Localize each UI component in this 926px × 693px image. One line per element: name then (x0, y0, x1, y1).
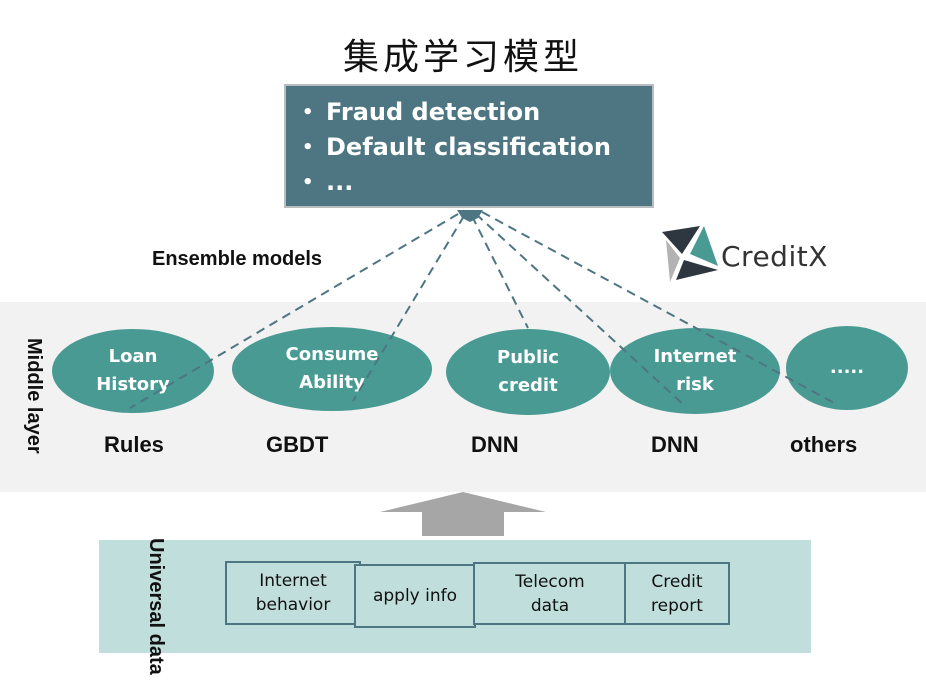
bullet-icon: • (302, 137, 314, 158)
data-source-label: apply info (372, 586, 458, 606)
method-label: DNN (471, 432, 519, 457)
data-source-internet-behavior: Internet behavior (225, 561, 361, 625)
goal-item: • Fraud detection (302, 95, 652, 130)
node-label: Public credit (497, 347, 559, 396)
data-source-label: Internet behavior (255, 571, 331, 615)
goal-box: • Fraud detection • Default classification… (284, 84, 654, 208)
bullet-icon: • (302, 102, 314, 123)
node-label: Consume Ability (285, 344, 379, 393)
data-source-label: Telecom data (515, 571, 585, 616)
goal-text: ... (326, 168, 354, 196)
data-source-telecom-data: Telecom data (473, 562, 627, 625)
node-public-credit: Public credit (446, 329, 610, 415)
up-arrow-icon (380, 492, 546, 536)
ensemble-models-label: Ensemble models (152, 248, 323, 270)
node-label: Loan History (96, 346, 170, 395)
node-label: ..... (829, 357, 865, 378)
bullet-icon: • (302, 172, 314, 193)
logo-text: CreditX (721, 240, 828, 273)
middle-layer-label: Middle layer (23, 338, 45, 454)
goal-text: Default classification (326, 133, 611, 161)
node-consume-ability: Consume Ability (232, 327, 432, 411)
data-source-label: Credit report (651, 571, 703, 616)
goal-item: • Default classification (302, 130, 652, 165)
method-label: GBDT (266, 432, 329, 457)
method-label: DNN (651, 432, 699, 457)
node-others: ..... (786, 326, 908, 410)
node-label: Internet risk (653, 346, 737, 395)
diagram-title: 集成学习模型 (342, 37, 583, 78)
node-internet-risk: Internet risk (610, 328, 780, 414)
goal-item: •... (302, 165, 652, 200)
method-label: Rules (104, 432, 164, 457)
universal-data-label: Universal data (145, 538, 167, 675)
data-source-apply-info: apply info (354, 564, 476, 628)
data-source-credit-report: Credit report (624, 562, 730, 625)
node-loan-history: Loan History (52, 329, 214, 413)
goal-text: Fraud detection (326, 98, 541, 126)
method-label: others (790, 432, 858, 457)
link-hub-icon (457, 210, 483, 222)
